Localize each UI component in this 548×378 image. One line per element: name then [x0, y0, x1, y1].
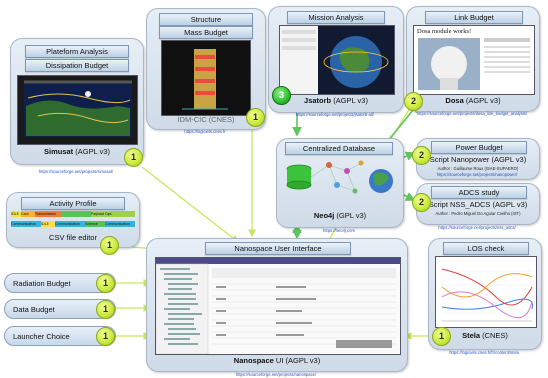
activity-cell: Payload Ops [91, 211, 135, 217]
data-complexity-badge: 1 [96, 300, 115, 319]
adcs-study-title: ADCS study [431, 186, 527, 199]
neo4j-caption: Neo4j (GPL v3) [313, 211, 367, 220]
adcs-panel: ADCS study Script NSS_ADCS (AGPL v3) Aut… [416, 183, 540, 225]
jsatorb-complexity-badge: 3 [272, 86, 291, 105]
nss-adcs-script-label: Script NSS_ADCS (AGPL v3) [428, 200, 528, 209]
activity-row-1: IDLE Cam Transmission Payload Ops [11, 211, 135, 217]
mission-analysis-title: Mission Analysis [287, 11, 385, 24]
stela-caption: Stela (CNES) [462, 331, 508, 340]
activity-cell: IDLE [41, 221, 55, 227]
stela-complexity-badge: 1 [432, 327, 451, 346]
dosa-complexity-badge: 2 [404, 92, 423, 111]
dosa-caption: Dosa (AGPL v3) [445, 96, 501, 105]
radiation-complexity-badge: 1 [96, 274, 115, 293]
launcher-complexity-badge: 1 [96, 327, 115, 346]
activity-cell [61, 211, 91, 217]
activity-profile-title: Activity Profile [21, 197, 125, 210]
jsatorb-url[interactable]: https://sourceforge.net/projects/jsatorb… [296, 112, 374, 117]
simusat-complexity-badge: 1 [124, 148, 143, 167]
simusat-url[interactable]: https://sourceforge.net/projects/simusat… [38, 169, 114, 174]
power-budget-url[interactable]: https://sourceforge.net/projects/nanopow… [436, 172, 518, 177]
activity-profile-panel: Activity Profile IDLE Cam Transmission P… [6, 192, 140, 248]
stela-url[interactable]: https://logiciels.cnes.fr/fr/content/ste… [449, 350, 519, 355]
activity-cell: Communication [11, 221, 41, 227]
jsatorb-screenshot [279, 25, 395, 95]
simusat-screenshot [17, 75, 138, 145]
idm-cic-panel: Structure Mass Budget IDM-CIC (CNES) [146, 8, 266, 130]
adcs-url[interactable]: https://sourceforge.net/projects/nss_adc… [438, 225, 516, 230]
mass-budget-title: Mass Budget [159, 26, 253, 39]
power-budget-panel: Power Budget Script Nanopower (AGPL v3) … [416, 138, 540, 180]
nss-adcs-author: Author : Pedro Miguel Do Aguiar Coelho (… [435, 211, 521, 216]
dosa-url[interactable]: https://sourceforge.net/projects/dosa_li… [416, 111, 528, 116]
power-budget-complexity-badge: 2 [412, 146, 431, 165]
launcher-choice-pill: Launcher Choice [4, 326, 116, 346]
nanopower-script-label: Script Nanopower (AGPL v3) [429, 155, 527, 164]
dosa-screenshot: Dosa module works! [413, 25, 535, 95]
neo4j-panel: Centralized Database Neo4j (GPL v3) [276, 138, 404, 228]
nanospace-caption: Nanospace UI (AGPL v3) [233, 356, 321, 365]
structure-title: Structure [159, 13, 253, 26]
nanospace-panel: Nanospace User Interface [146, 238, 408, 372]
neo4j-graph [286, 160, 393, 194]
activity-cell: Transmission [35, 211, 61, 217]
stela-screenshot [435, 256, 537, 328]
idm-cic-screenshot [161, 40, 251, 116]
jsatorb-caption: Jsatorb (AGPL v3) [304, 96, 368, 105]
activity-cell: Communication [105, 221, 135, 227]
activity-cell: Cam [21, 211, 35, 217]
simusat-caption: Simusat (AGPL v3) [43, 147, 110, 156]
idm-cic-url[interactable]: https://logiciels.cnes.fr [184, 129, 226, 134]
power-budget-title: Power Budget [431, 141, 527, 154]
adcs-complexity-badge: 2 [412, 193, 431, 212]
csv-editor-caption: CSV file editor [49, 233, 97, 242]
activity-row-2: Communication IDLE Communication Science… [11, 221, 135, 227]
los-check-title: LOS check [443, 242, 529, 255]
nanospace-screenshot [155, 257, 401, 355]
neo4j-url[interactable]: https://neo4j.com [323, 228, 355, 233]
dissipation-budget-title: Dissipation Budget [25, 59, 129, 72]
activity-cell: Science [85, 221, 105, 227]
dosa-panel: Link Budget Dosa module works! Dosa (AGP… [406, 6, 540, 112]
nanopower-author: Author : Guillaume Roux (ISAE-SUPAERO) [437, 166, 519, 171]
idm-cic-caption: IDM-CIC (CNES) [177, 115, 235, 124]
plateform-analysis-title: Plateform Analysis [25, 45, 129, 58]
activity-cell: Communication [55, 221, 85, 227]
data-budget-pill: Data Budget [4, 299, 116, 319]
centralized-database-title: Centralized Database [285, 142, 393, 155]
link-budget-title: Link Budget [425, 11, 523, 24]
dosa-screen-heading: Dosa module works! [417, 28, 472, 35]
simusat-panel: Plateform Analysis Dissipation Budget Si… [10, 38, 144, 165]
idm-cic-complexity-badge: 1 [246, 108, 265, 127]
nanospace-url[interactable]: https://sourceforge.net/projects/nanospa… [235, 372, 317, 377]
nanospace-ui-title: Nanospace User Interface [205, 242, 351, 255]
activity-cell: IDLE [11, 211, 21, 217]
radiation-budget-pill: Radiation Budget [4, 273, 116, 293]
activity-complexity-badge: 1 [100, 236, 119, 255]
